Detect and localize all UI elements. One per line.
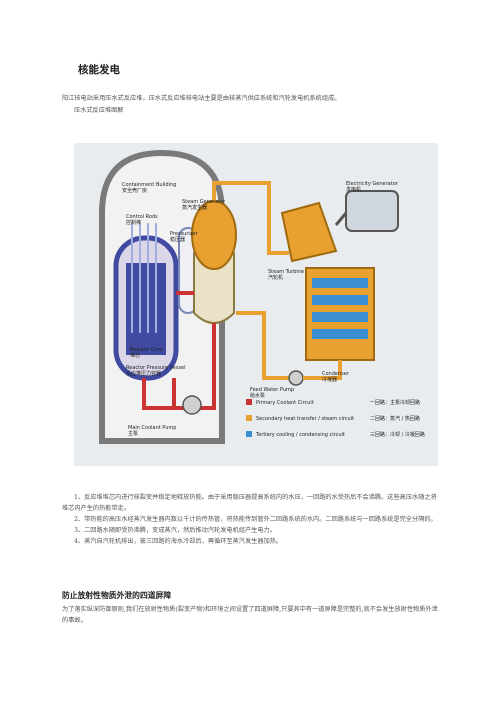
- label-feed-water-pump-zh: 给水泵: [250, 392, 265, 399]
- secondary-steam-loop: [212, 181, 294, 380]
- legend-secondary-en: Secondary heat transfer / steam circuit: [256, 416, 354, 422]
- label-control-rods: Control Rods: [126, 214, 158, 220]
- steps-list: 1、反应堆堆芯内进行核裂变并稳定地释放热能。由于采用稳压器提高系统内的水压，一回…: [62, 492, 442, 547]
- feed-water-line: [303, 360, 342, 380]
- label-feed-water-pump: Feed Water Pump: [250, 387, 294, 393]
- label-control-rods-zh: 控制棒: [126, 219, 141, 226]
- intro-paragraph: 阳江核电站采用压水式反应堆，压水式反应堆核电站主要是由核蒸汽供应系统和汽轮发电机…: [62, 95, 341, 102]
- steam-turbine: [280, 201, 338, 263]
- steam-generator-lower: [193, 252, 235, 324]
- reactor-diagram: Containment Building 安全壳厂房 Steam Generat…: [74, 143, 438, 466]
- label-reactor-vessel-zh: 反应堆压力容器: [126, 370, 161, 377]
- legend-swatch-primary: [246, 399, 252, 405]
- diagram-legend: Primary Coolant Circuit Secondary heat t…: [246, 399, 425, 438]
- label-reactor-core: Reactor Core: [130, 347, 162, 353]
- section-heading: 防止放射性物质外泄的四道屏障: [62, 591, 172, 600]
- label-turbine: Steam Turbine: [268, 269, 304, 275]
- label-steam-generator-zh: 蒸汽发生器: [182, 204, 207, 211]
- step-item: 4、蒸汽自汽轮机排出，被三回路的海水冷却后，再循环至蒸汽发生器加热。: [74, 538, 283, 545]
- legend-tertiary-en: Tertiary cooling / condensing circuit: [255, 432, 345, 438]
- label-containment: Containment Building: [122, 182, 176, 188]
- label-turbine-zh: 汽轮机: [268, 274, 283, 281]
- page-title: 核能发电: [78, 64, 120, 76]
- cooling-tubes: [312, 278, 368, 339]
- label-pressurizer-zh: 稳压器: [170, 236, 185, 243]
- legend-primary-zh: 一回路：主泵冷却回路: [370, 399, 420, 406]
- label-reactor-vessel: Reactor Pressure Vessel: [126, 365, 186, 371]
- reactor-diagram-svg: Containment Building 安全壳厂房 Steam Generat…: [99, 149, 425, 444]
- legend-secondary-zh: 二回路：蒸汽 / 热回路: [370, 415, 420, 422]
- control-rods: [131, 223, 157, 333]
- step-item: 2、带热能的高压水经蒸汽发生器内数以千计的传热管，将热能传到管外二回路系统的水内…: [74, 516, 437, 523]
- turbine-shaft: [334, 212, 348, 226]
- section-paragraph: 为了落实纵深防御原则,我们在放射性物质(裂变产物)和环境之间设置了四道屏障,只要…: [62, 606, 438, 624]
- steam-generator: [191, 200, 237, 270]
- figure-caption: 压水式反应堆图解: [74, 107, 124, 114]
- label-condenser-zh: 冷凝器: [322, 376, 337, 383]
- diagram-labels: Containment Building 安全壳厂房 Steam Generat…: [122, 181, 399, 437]
- label-main-coolant-pump-zh: 主泵: [128, 430, 138, 437]
- label-reactor-core-zh: 堆芯: [130, 352, 140, 359]
- main-coolant-pump: [182, 395, 202, 415]
- label-generator-zh: 发电机: [346, 186, 361, 193]
- legend-primary-en: Primary Coolant Circuit: [256, 400, 314, 406]
- legend-swatch-tertiary: [246, 431, 252, 437]
- label-containment-zh: 安全壳厂房: [122, 187, 147, 194]
- label-steam-generator: Steam Generator: [182, 199, 226, 205]
- label-condenser: Condenser: [322, 371, 350, 377]
- label-generator: Electricity Generator: [346, 181, 399, 187]
- electricity-generator: [345, 190, 399, 232]
- step-item: 3、二回路水随即受热沸腾，变成蒸汽，然后推动汽轮发电机组产生电力。: [74, 527, 276, 534]
- legend-tertiary-zh: 三回路：冷却 / 冷凝回路: [370, 431, 425, 438]
- legend-swatch-secondary: [246, 415, 252, 421]
- feed-water-pump: [288, 370, 304, 386]
- step-item: 1、反应堆堆芯内进行核裂变并稳定地释放热能。由于采用稳压器提高系统内的水压，一回…: [62, 494, 437, 512]
- label-main-coolant-pump: Main Coolant Pump: [128, 425, 176, 431]
- label-pressurizer: Pressurizer: [170, 231, 198, 237]
